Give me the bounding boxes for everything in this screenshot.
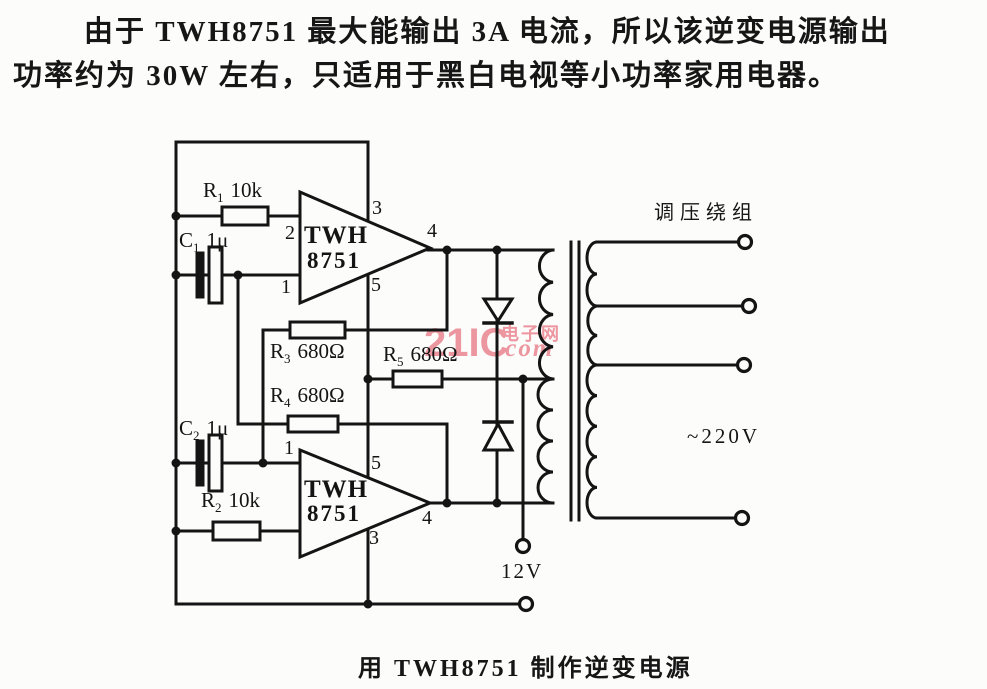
ic-bottom-name-line1: TWH [304,476,369,503]
r1-designator: R [203,178,218,202]
label-regulating-winding: 调压绕组 [654,202,758,224]
label-c1: C1 1μ [179,228,229,255]
wire-rails-path [174,140,521,606]
terminal-12v-negative [517,595,535,613]
r2-subscript: 2 [215,500,222,516]
c2-value: 1μ [206,416,229,440]
c1-designator: C [179,228,194,252]
resistor-r5 [391,369,444,389]
r3-value: 680Ω [297,339,345,363]
terminals [514,233,758,613]
label-dc-supply: 12V [501,559,544,583]
ic-bottom-name-line2: 8751 [307,501,361,526]
transformer-secondary-winding [585,240,599,520]
wire-r3-cross-coupling [261,248,449,465]
ic-top-pin-4: 4 [427,220,437,242]
label-c2: C2 1μ [179,416,229,443]
terminal-secondary-4 [733,509,751,527]
transformer-primary-winding [536,248,555,505]
ic-top-name-line2: 8751 [307,248,361,273]
terminal-12v-positive [514,537,532,555]
r1-subscript: 1 [217,190,224,206]
c1-value: 1μ [206,228,229,252]
diode-d2 [481,420,515,452]
r4-value: 680Ω [297,383,345,407]
wires [174,214,744,606]
junction-dots [171,211,528,609]
c2-plate-left [195,439,205,487]
ic-top-triangle [298,189,434,306]
terminal-secondary-3 [735,356,753,374]
c2-plate-right [207,433,224,493]
r5-value: 680Ω [410,342,458,366]
paragraph-line-2: 功率约为 30W 左右，只适用于黑白电视等小功率家用电器。 [13,60,839,92]
wire-outer-rails [174,140,521,606]
label-r3: R3 680Ω [270,339,345,366]
r4-subscript: 4 [284,395,291,411]
resistor-r4 [286,414,340,434]
resistor-r3 [288,320,347,340]
c2-designator: C [179,416,194,440]
diode-d1 [481,297,515,325]
ic-bottom-pin-5: 5 [371,452,381,474]
terminal-secondary-1 [736,233,754,251]
ic-bottom-pin-1: 1 [284,437,294,459]
c1-subscript: 1 [193,240,200,256]
c1-plate-right [207,245,224,305]
r3-designator: R [270,339,285,363]
resistor-r1 [220,205,270,227]
label-r5: R5 680Ω [383,342,458,369]
r5-designator: R [383,342,398,366]
label-r4: R4 680Ω [270,383,345,410]
ic-top-pin-3: 3 [372,197,382,219]
capacitor-c1 [195,245,224,305]
label-mains-output: ~220V [687,424,761,448]
r2-designator: R [201,488,216,512]
label-r1: R1 10k [203,178,263,205]
d2-triangle [481,420,515,452]
terminal-secondary-2 [740,297,758,315]
paragraph-line-1: 由于 TWH8751 最大能输出 3A 电流，所以该逆变电源输出 [84,16,891,48]
transformer [536,240,599,522]
ic-bottom-pin-3: 3 [369,527,379,549]
r1-value: 10k [230,178,263,202]
wire-c1-to-r4-to-lower-output [236,273,449,505]
label-r2: R2 10k [201,488,261,515]
ic-bottom-triangle [298,447,434,560]
c1-plate-left [195,251,205,299]
ic-top-pin-5: 5 [371,274,381,296]
ic-bottom-pin-4: 4 [422,507,432,529]
d1-triangle [481,297,515,324]
capacitor-c2 [195,433,224,493]
r3-subscript: 3 [284,351,291,367]
ic-top-name-line1: TWH [304,222,369,249]
c2-subscript: 2 [193,428,200,444]
resistor-r2 [211,520,262,542]
r5-subscript: 5 [397,354,404,370]
watermark-site: 电子网 [501,324,561,344]
figure-caption: 用 TWH8751 制作逆变电源 [358,656,693,682]
ic-top-pin-1: 1 [281,276,291,298]
ic-top-pin-2: 2 [285,222,295,244]
r2-value: 10k [228,488,261,512]
resistors [211,205,444,542]
r4-designator: R [270,383,285,407]
